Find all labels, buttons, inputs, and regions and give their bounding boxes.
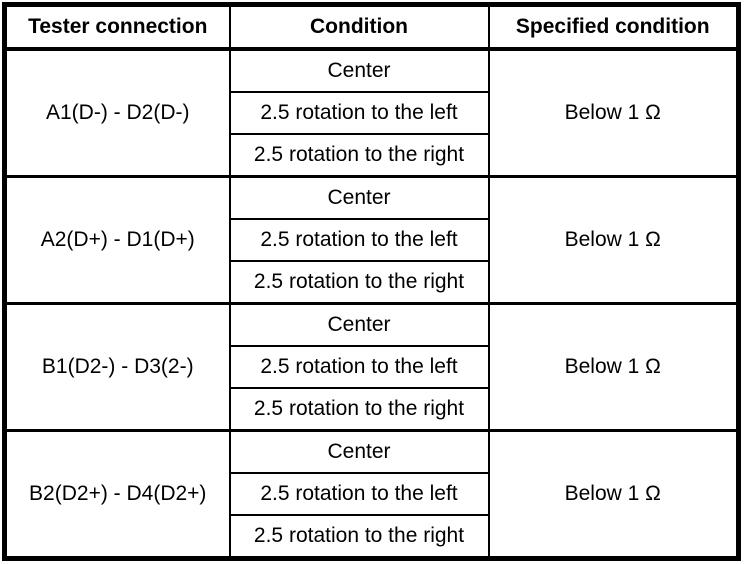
condition-cell: 2.5 rotation to the left bbox=[228, 472, 490, 516]
table-row: A1(D-) - D2(D-) Center Below 1 Ω bbox=[3, 47, 740, 178]
condition-cell: 2.5 rotation to the right bbox=[228, 387, 490, 432]
connection-cell: A1(D-) - D2(D-) bbox=[3, 47, 231, 178]
table-row: B2(D2+) - D4(D2+) Center Below 1 Ω bbox=[3, 429, 740, 560]
specified-cell: Below 1 Ω bbox=[487, 175, 740, 305]
table-row: B1(D2-) - D3(2-) Center Below 1 Ω bbox=[3, 302, 740, 432]
condition-cell: Center bbox=[228, 302, 490, 347]
table-row: A2(D+) - D1(D+) Center Below 1 Ω bbox=[3, 175, 740, 305]
table-row: 2.5 rotation to the right bbox=[5, 387, 739, 432]
specified-cell: Below 1 Ω bbox=[487, 429, 740, 560]
specified-condition-table: Tester connection Condition Specified co… bbox=[2, 2, 741, 561]
condition-cell: 2.5 rotation to the left bbox=[228, 345, 490, 389]
header-condition: Condition bbox=[228, 3, 490, 51]
condition-cell: Center bbox=[228, 429, 490, 474]
table-row: 2.5 rotation to the left bbox=[5, 345, 739, 389]
header-specified-condition: Specified condition bbox=[487, 3, 740, 51]
table-row: 2.5 rotation to the left bbox=[5, 218, 739, 262]
table-row: 2.5 rotation to the right bbox=[5, 514, 739, 560]
table-row: 2.5 rotation to the left bbox=[5, 472, 739, 516]
condition-cell: 2.5 rotation to the left bbox=[228, 91, 490, 135]
condition-cell: 2.5 rotation to the right bbox=[228, 514, 490, 560]
table-row: 2.5 rotation to the right bbox=[5, 133, 739, 178]
condition-cell: Center bbox=[228, 175, 490, 220]
specified-cell: Below 1 Ω bbox=[487, 302, 740, 432]
specified-cell: Below 1 Ω bbox=[487, 47, 740, 178]
condition-cell: 2.5 rotation to the right bbox=[228, 260, 490, 305]
table-row: 2.5 rotation to the left bbox=[5, 91, 739, 135]
connection-cell: A2(D+) - D1(D+) bbox=[3, 175, 231, 305]
condition-cell: Center bbox=[228, 47, 490, 93]
connection-cell: B1(D2-) - D3(2-) bbox=[3, 302, 231, 432]
connection-cell: B2(D2+) - D4(D2+) bbox=[3, 429, 231, 560]
condition-cell: 2.5 rotation to the right bbox=[228, 133, 490, 178]
condition-cell: 2.5 rotation to the left bbox=[228, 218, 490, 262]
header-tester-connection: Tester connection bbox=[3, 3, 231, 51]
table-row: 2.5 rotation to the right bbox=[5, 260, 739, 305]
table-header-row: Tester connection Condition Specified co… bbox=[3, 3, 740, 51]
